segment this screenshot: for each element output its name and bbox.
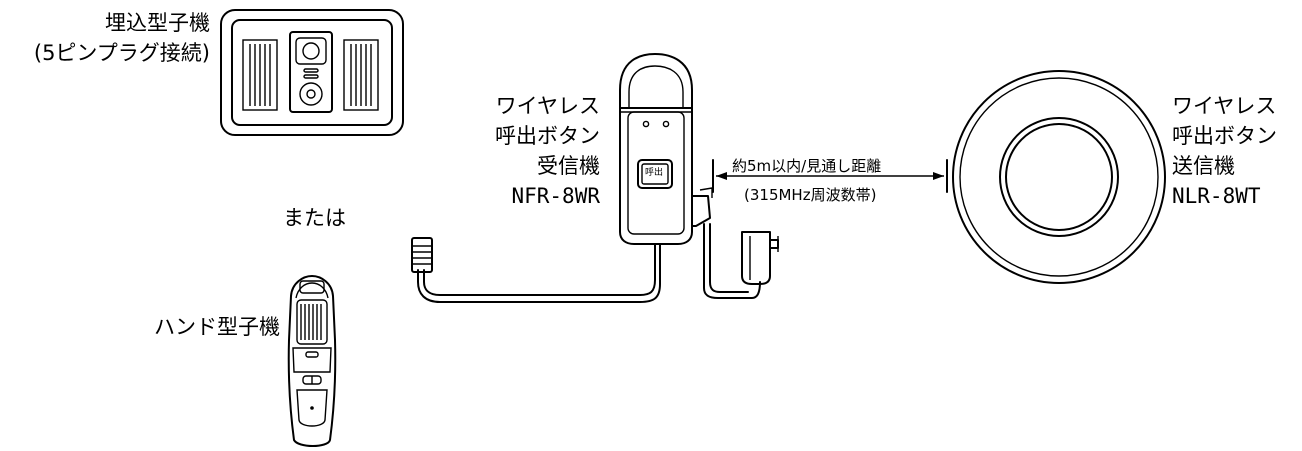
transmitter-label-line3: 送信機 [1172,154,1235,178]
flush-unit-name: 埋込型子機 [105,11,210,35]
transmitter-model: NLR-8WT [1172,184,1261,208]
transmitter-label-line1: ワイヤレス [1172,94,1277,118]
receiver-label-line2: 呼出ボタン [495,124,600,148]
hand-unit-name: ハンド型子機 [154,315,280,339]
or-text: または [283,206,346,230]
range-arrow [712,159,948,193]
transmitter-label-line2: 呼出ボタン [1172,124,1277,148]
receiver-label-line3: 受信機 [537,154,600,178]
right-grille-lines [350,44,372,106]
hand-grille-lines [300,304,322,340]
flush-mount-unit [220,9,404,136]
flush-unit-note: (5ピンプラグ接続) [33,41,210,65]
range-band: (315MHz周波数帯) [744,186,877,204]
transmitter-drawing [952,70,1166,284]
receiver-label-line1: ワイヤレス [495,94,600,118]
hand-unit-drawing [287,275,337,447]
receiver-model: NFR-8WR [511,184,600,208]
receiver-drawing [411,53,779,303]
left-grille-lines [249,44,271,106]
receiver-call-button-label: 呼出 [645,168,664,178]
range-distance: 約5m以内/見通し距離 [730,157,884,175]
